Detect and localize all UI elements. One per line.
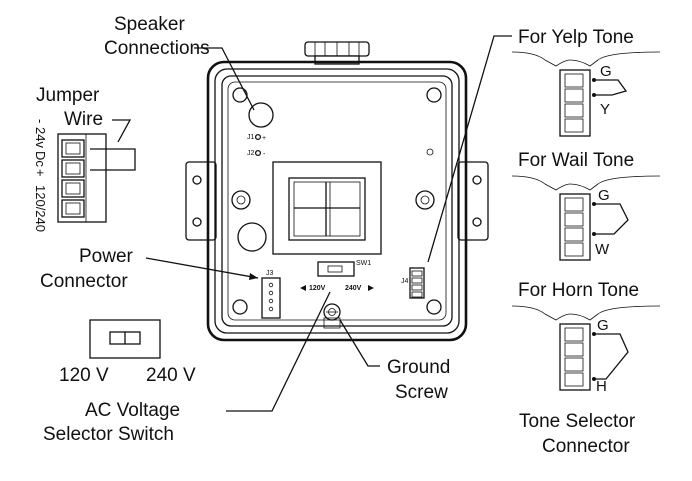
j4-mark: J4 [401, 278, 409, 285]
jumper-label-line1: Jumper [36, 85, 100, 106]
yelp-label: For Yelp Tone [518, 27, 634, 48]
terminal-side-labels: - 24v Dc + 120/240 [33, 119, 48, 232]
capacitor [237, 222, 267, 252]
board-tone-connector [409, 267, 425, 299]
speaker-label-line2: Connections [104, 38, 210, 59]
j1-mark: J1 [247, 134, 255, 141]
horn-g-pin: G [597, 317, 609, 334]
board-voltage-switch [317, 261, 355, 277]
wail-label: For Wail Tone [518, 150, 634, 171]
left-mounting-ear [185, 161, 217, 241]
24v-mark: 24v [33, 127, 48, 148]
plus-mark: + [33, 169, 48, 177]
horn-brace [511, 305, 661, 321]
enclosure: J1 + J2 - SW1 120V 240V J3 J4 [185, 41, 489, 342]
wail-connector [559, 193, 629, 261]
horn-connector [559, 323, 629, 391]
yelp-connector [559, 69, 628, 137]
power-label-line2: Connector [40, 271, 128, 292]
yelp-y-pin: Y [600, 101, 610, 118]
j3-mark: J3 [266, 270, 274, 277]
wail-brace [511, 175, 661, 191]
power-label-line1: Power [79, 246, 134, 267]
power-terminal-block [57, 133, 107, 223]
sw1-mark: SW1 [356, 260, 371, 267]
horn-h-pin: H [596, 378, 607, 395]
tone-leader [427, 35, 512, 263]
voltage-switch-inset [89, 319, 161, 359]
horn-label: For Horn Tone [518, 280, 639, 301]
speaker-leader [194, 47, 255, 111]
speaker-terminal-post [248, 102, 274, 128]
ac-leader [226, 291, 331, 412]
wail-w-pin: W [595, 241, 610, 258]
ac-label-line2: Selector Switch [43, 424, 174, 445]
jumper-leader [112, 119, 132, 143]
ac-label-line1: AC Voltage [85, 400, 180, 421]
enclosure-body [206, 60, 468, 342]
board-240v-mark: 240V [345, 285, 362, 292]
speaker-label-line1: Speaker [114, 14, 185, 35]
ground-label-line2: Screw [395, 382, 448, 403]
j2-mark: J2 [247, 150, 255, 157]
tone-label-line2: Connector [542, 436, 630, 457]
j2-minus-mark: - [263, 151, 266, 158]
jumper-label-line2: Wire [64, 109, 103, 130]
volt-240-label: 240 V [146, 365, 196, 386]
yelp-brace [511, 51, 661, 67]
power-leader [145, 257, 259, 279]
tone-label-line1: Tone Selector [519, 411, 636, 432]
ground-leader [339, 319, 380, 367]
ground-screw [323, 303, 341, 321]
jumper-wire [90, 148, 136, 171]
transformer [272, 161, 382, 255]
120-240-mark: 120/240 [33, 185, 48, 232]
ground-label-line1: Ground [387, 357, 450, 378]
right-mounting-ear [457, 161, 489, 241]
board-power-connector [261, 277, 281, 319]
j1-plus-mark: + [262, 135, 266, 142]
yelp-g-pin: G [600, 63, 612, 80]
minus-mark: - [33, 119, 48, 123]
wail-g-pin: G [598, 187, 610, 204]
volt-120-label: 120 V [59, 365, 109, 386]
dc-mark: Dc [33, 151, 48, 167]
board-120v-mark: 120V [309, 285, 326, 292]
